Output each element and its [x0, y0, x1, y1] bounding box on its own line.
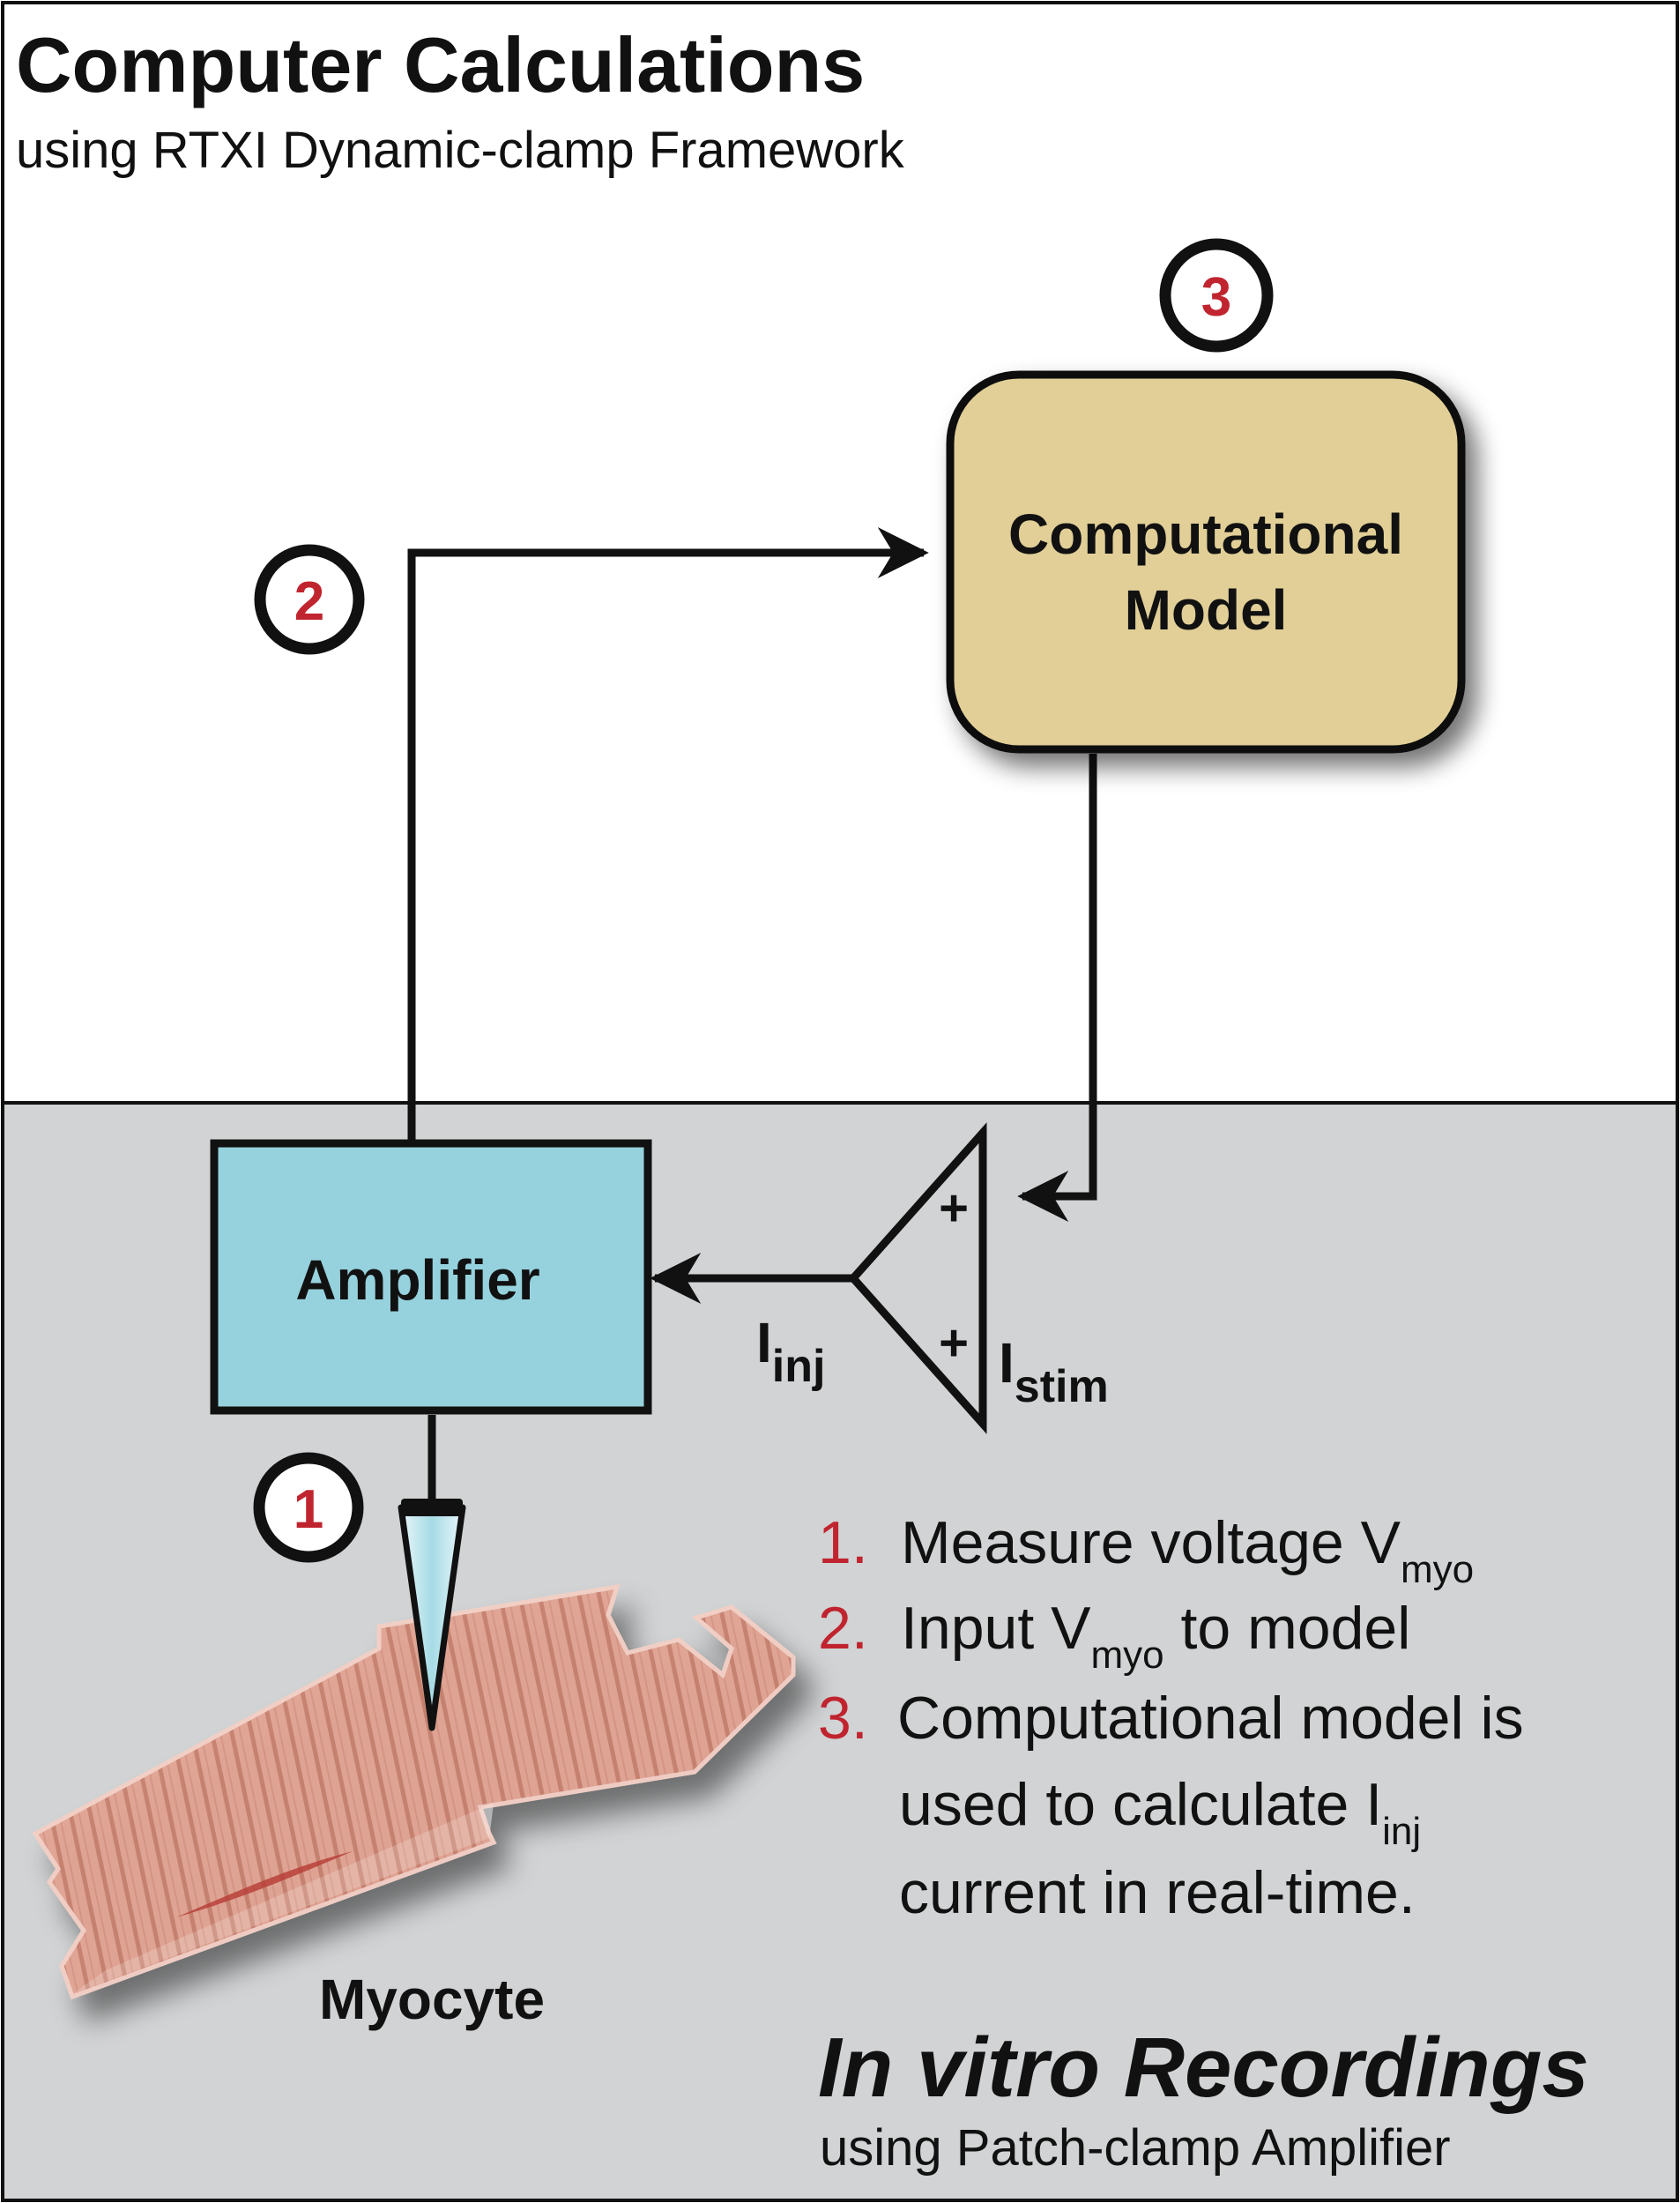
i-inj-label: Iinj [756, 1311, 825, 1392]
step-2-number: 2. [818, 1595, 868, 1662]
step-3-line2: used to calculate Iinj [899, 1771, 1421, 1853]
computational-model-node [946, 370, 1466, 754]
i-stim-label: Istim [999, 1331, 1109, 1412]
summing-junction [847, 1122, 987, 1434]
step-badge-2-label: 2 [294, 571, 324, 632]
step-badge-3-label: 3 [1201, 267, 1231, 328]
myocyte-label: Myocyte [319, 1968, 545, 2031]
step-2-text: Input Vmyo to model [901, 1595, 1410, 1677]
step-1-number: 1. [818, 1509, 868, 1576]
step-badge-3 [1159, 238, 1274, 353]
step-1-text: Measure voltage Vmyo [901, 1509, 1474, 1591]
arrow-amplifier-to-model [407, 527, 929, 1142]
myocyte-cell [32, 1583, 796, 2000]
bottom-section-subtitle: using Patch-clamp Amplifier [820, 2119, 1451, 2177]
step-badge-2 [254, 544, 365, 655]
top-section-title: Computer Calculations [16, 21, 865, 108]
summer-plus-top: + [939, 1180, 969, 1237]
step-3-line1: Computational model is [897, 1685, 1524, 1752]
top-section-subtitle: using RTXI Dynamic-clamp Framework [16, 122, 905, 179]
step-badge-1 [253, 1452, 364, 1563]
summer-plus-bottom: + [939, 1314, 969, 1372]
bottom-section-title: In vitro Recordings [818, 2021, 1589, 2115]
step-badge-1-label: 1 [294, 1479, 323, 1540]
arrow-model-to-summer [1017, 754, 1097, 1222]
model-label-line1: Computational [1008, 502, 1403, 566]
pipette-holder [401, 1499, 463, 1516]
steps-list: 1. Measure voltage Vmyo 2. Input Vmyo to… [818, 1509, 1524, 1926]
step-3-line3: current in real-time. [899, 1859, 1416, 1926]
model-label-line2: Model [1125, 578, 1288, 642]
step-3-number: 3. [818, 1685, 868, 1752]
amplifier-label: Amplifier [295, 1248, 539, 1312]
amplifier-node [210, 1139, 652, 1415]
